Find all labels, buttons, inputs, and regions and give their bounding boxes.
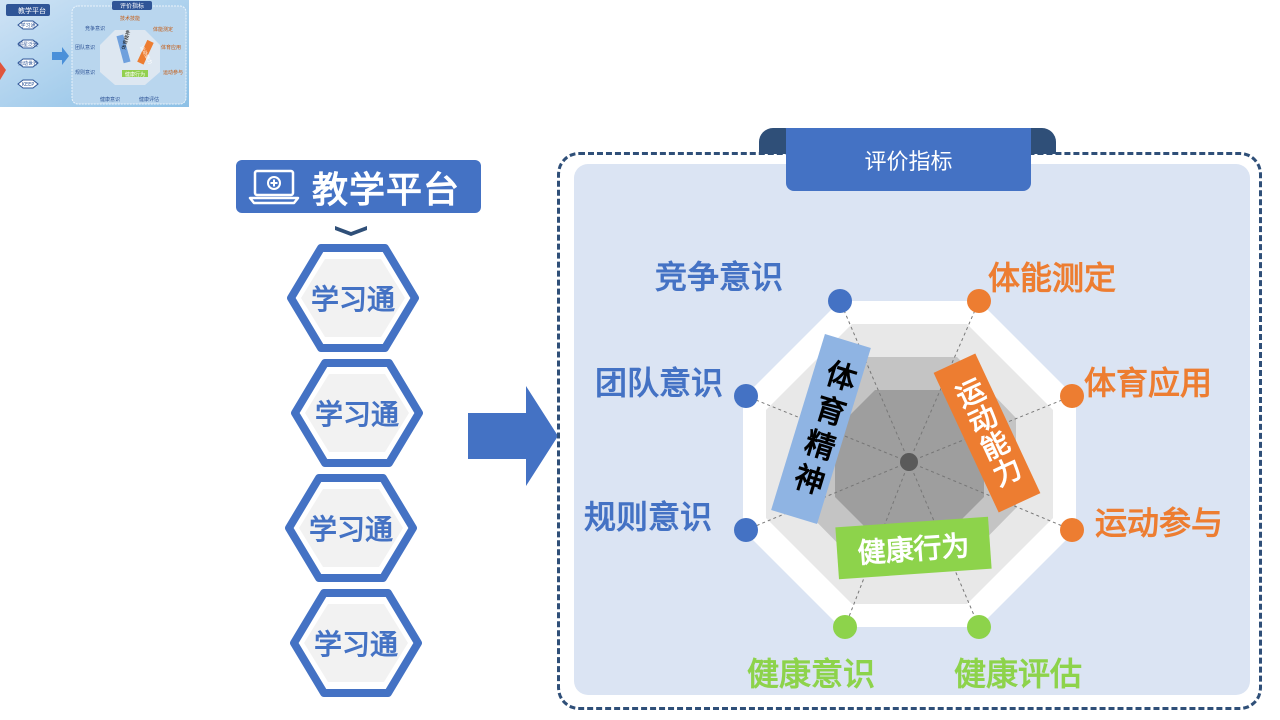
indicator-dot: [833, 615, 857, 639]
thumb-band: 体育精神: [120, 29, 132, 50]
thumb-item: 运动世界: [18, 60, 38, 67]
right-arrow-icon: [468, 386, 558, 486]
chevron-down-icon: [335, 226, 367, 236]
indicator-label-competition: 竞争意识: [655, 258, 784, 296]
platform-item[interactable]: 学习通: [283, 473, 419, 583]
laptop-icon: [248, 169, 300, 204]
panel-title: 评价指标: [786, 128, 1031, 191]
platform-item-label: 学习通: [314, 398, 399, 431]
hexagon-shape: [291, 359, 423, 467]
thumb-item: 超星泛雅: [18, 41, 38, 48]
slide-thumbnail-graphic: 教学平台 学习通 超星泛雅 运动世界 KEEP 评价指标 竞争意识 团队意识 规…: [0, 0, 189, 107]
indicator-label-fitness-test: 体能测定: [988, 259, 1117, 297]
indicator-dot: [1060, 518, 1084, 542]
indicator-dot: [828, 289, 852, 313]
indicator-label-health-awareness: 健康意识: [747, 655, 876, 693]
thumb-item: KEEP: [22, 82, 35, 88]
thumb-item: 学习通: [20, 22, 35, 29]
indicator-dot: [967, 289, 991, 313]
indicator-label-sports-participation: 运动参与: [1095, 504, 1224, 542]
radar-spokes: [745, 300, 1073, 628]
hexagon-shape: [285, 474, 417, 582]
platform-item[interactable]: 学习通: [285, 243, 421, 353]
platform-item[interactable]: 学习通: [288, 588, 424, 698]
slide-thumbnail: 教学平台 学习通 超星泛雅 运动世界 KEEP 评价指标 竞争意识 团队意识 规…: [0, 0, 189, 107]
thumb-title: 评价指标: [120, 2, 144, 10]
indicator-label-health-assessment: 健康评估: [954, 655, 1083, 693]
radar-center: [900, 453, 918, 471]
platform-item-label: 学习通: [313, 628, 398, 661]
platform-title: 教学平台: [312, 169, 461, 211]
indicator-dot: [967, 615, 991, 639]
thumb-band: 健康行为: [125, 71, 145, 78]
thumb-label: 规则意识: [75, 69, 95, 76]
thumb-label: 体育应用: [161, 44, 181, 51]
platform-item[interactable]: 学习通: [289, 358, 425, 468]
indicator-dot: [734, 384, 758, 408]
indicator-label-teamwork: 团队意识: [595, 364, 724, 402]
indicator-dot: [734, 518, 758, 542]
thumb-label: 技术技能: [120, 15, 140, 22]
indicator-dot: [1060, 384, 1084, 408]
thumb-label: 运动参与: [163, 69, 183, 76]
thumb-label: 健康评估: [139, 96, 159, 103]
hexagon-shape: [290, 589, 422, 697]
thumb-label: 团队意识: [75, 44, 95, 51]
thumb-label: 体能测定: [153, 26, 173, 33]
thumb-header: 教学平台: [18, 6, 46, 15]
indicator-label-pe-application: 体育应用: [1084, 364, 1213, 402]
band-health-behavior: 健康行为: [835, 516, 992, 580]
indicator-label-rules: 规则意识: [584, 498, 713, 536]
platform-item-label: 学习通: [310, 283, 395, 316]
platform-item-label: 学习通: [308, 513, 393, 546]
radar-diagram: [734, 289, 1084, 639]
hexagon-shape: [287, 244, 419, 352]
thumb-label: 健康意识: [100, 96, 120, 103]
platform-header: 教学平台: [236, 160, 481, 213]
thumb-label: 竞争意识: [85, 25, 105, 32]
